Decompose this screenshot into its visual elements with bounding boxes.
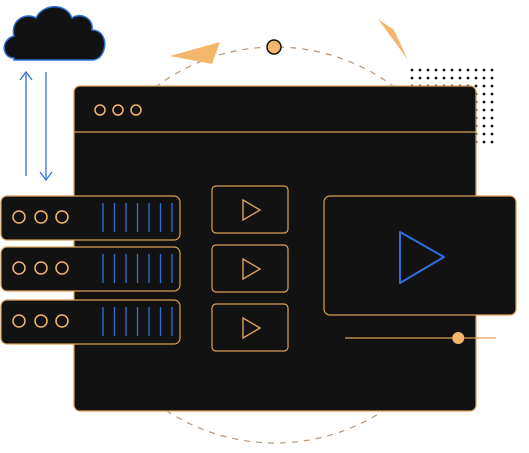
server-led xyxy=(12,314,26,328)
play-icon xyxy=(242,198,262,222)
play-icon xyxy=(242,257,262,281)
grid-dot xyxy=(490,92,494,96)
cloud-icon xyxy=(3,6,106,61)
server-led xyxy=(34,210,48,224)
video-thumbnail[interactable] xyxy=(211,185,289,234)
grid-dot xyxy=(482,76,486,80)
grid-dot xyxy=(482,124,486,128)
video-player[interactable] xyxy=(323,195,517,316)
grid-dot xyxy=(474,84,478,88)
grid-dot xyxy=(410,76,414,80)
window-dot-icon xyxy=(112,104,124,116)
play-icon[interactable] xyxy=(399,231,445,284)
grid-dot xyxy=(490,84,494,88)
video-player-screen[interactable] xyxy=(323,195,517,316)
grid-dot xyxy=(426,68,430,72)
upload-arrow-icon xyxy=(19,70,33,176)
server-led xyxy=(34,314,48,328)
server-led xyxy=(12,261,26,275)
server-rack-icon xyxy=(0,299,181,345)
grid-dot xyxy=(482,132,486,136)
server-led xyxy=(34,261,48,275)
grid-dot xyxy=(490,108,494,112)
grid-dot xyxy=(442,76,446,80)
orbit-knob-icon xyxy=(266,39,282,55)
grid-dot xyxy=(482,108,486,112)
server-rack-icon xyxy=(0,195,181,241)
window-dot-icon xyxy=(130,104,142,116)
grid-dot xyxy=(490,140,494,144)
grid-dot xyxy=(410,68,414,72)
video-thumbnail[interactable] xyxy=(211,244,289,293)
grid-dot xyxy=(434,68,438,72)
grid-dot xyxy=(466,76,470,80)
triangle-accent-icon xyxy=(378,19,408,60)
window-dot-icon xyxy=(94,104,106,116)
grid-dot xyxy=(482,140,486,144)
progress-slider[interactable] xyxy=(345,332,496,344)
grid-dot xyxy=(466,68,470,72)
grid-dot xyxy=(458,76,462,80)
server-led xyxy=(55,210,69,224)
grid-dot xyxy=(434,76,438,80)
grid-dot xyxy=(426,76,430,80)
triangle-accent-icon xyxy=(170,42,220,64)
grid-dot xyxy=(474,68,478,72)
grid-dot xyxy=(418,68,422,72)
grid-dot xyxy=(490,68,494,72)
server-led xyxy=(12,210,26,224)
server-led xyxy=(55,314,69,328)
grid-dot xyxy=(490,76,494,80)
video-thumbnail[interactable] xyxy=(211,303,289,352)
download-arrow-icon xyxy=(39,72,53,182)
grid-dot xyxy=(474,76,478,80)
grid-dot xyxy=(418,76,422,80)
grid-dot xyxy=(482,84,486,88)
grid-dot xyxy=(458,68,462,72)
grid-dot xyxy=(482,100,486,104)
grid-dot xyxy=(442,68,446,72)
server-rack-icon xyxy=(0,246,181,292)
grid-dot xyxy=(490,124,494,128)
grid-dot xyxy=(482,116,486,120)
grid-dot xyxy=(490,100,494,104)
grid-dot xyxy=(450,68,454,72)
grid-dot xyxy=(490,132,494,136)
grid-dot xyxy=(450,76,454,80)
grid-dot xyxy=(482,68,486,72)
grid-dot xyxy=(482,92,486,96)
slider-knob-icon[interactable] xyxy=(452,332,465,344)
grid-dot xyxy=(490,116,494,120)
server-led xyxy=(55,261,69,275)
play-icon xyxy=(242,316,262,340)
